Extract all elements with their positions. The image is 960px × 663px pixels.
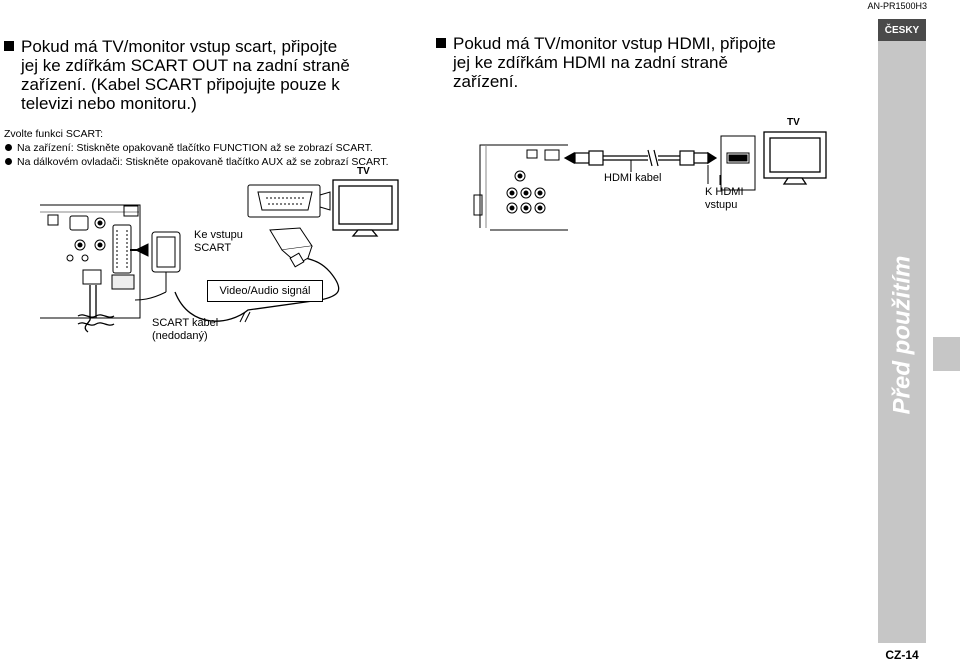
- scart-instructions: Zvolte funkci SCART: Na zařízení: Stiskn…: [4, 127, 389, 169]
- tv-monitor-hdmi: [763, 131, 827, 185]
- side-strip: [878, 41, 926, 643]
- scart-plug-unit-end: [130, 231, 181, 301]
- page-number: CZ-14: [885, 648, 919, 662]
- hdmi-cable: [563, 149, 718, 167]
- power-cord: [77, 285, 115, 333]
- scart-heading-line-4: televizi nebo monitoru.): [21, 94, 197, 113]
- hdmi-input-label-line-2: vstupu: [705, 199, 738, 211]
- scart-heading: Pokud má TV/monitor vstup scart, připojt…: [4, 37, 414, 113]
- tv-monitor-scart: [332, 179, 399, 237]
- hdmi-input-label-line-1: K HDMI: [705, 186, 744, 198]
- hdmi-tv-label: TV: [787, 117, 800, 128]
- hdmi-heading-line-2: jej ke zdířkám HDMI na zadní straně: [453, 53, 728, 72]
- scart-cable: [174, 251, 340, 323]
- bullet-square-icon: [436, 38, 446, 48]
- scart-cable-label: SCART kabel (nedodaný): [152, 317, 218, 343]
- scart-cable-label-line-1: SCART kabel: [152, 317, 219, 329]
- hdmi-cable-label: HDMI kabel: [604, 172, 662, 184]
- bullet-dot-icon: [5, 144, 12, 151]
- tv-scart-socket: [247, 184, 331, 218]
- scart-input-label: Ke vstupu SCART: [194, 229, 243, 255]
- tv-hdmi-port: [719, 135, 756, 191]
- scart-heading-line-1: Pokud má TV/monitor vstup scart, připojt…: [21, 37, 338, 56]
- unit-rear-panel-hdmi: [473, 144, 568, 231]
- bullet-square-icon: [4, 41, 14, 51]
- model-code: AN-PR1500H3: [867, 1, 927, 11]
- hdmi-input-label: K HDMI vstupu: [705, 186, 744, 212]
- scart-input-label-line-2: SCART: [194, 242, 232, 254]
- scart-heading-line-3: zařízení. (Kabel SCART připojujte pouze …: [21, 75, 340, 94]
- hdmi-heading-line-3: zařízení.: [453, 72, 519, 91]
- page-tab-marker: [933, 337, 960, 371]
- scart-cable-label-line-2: (nedodaný): [152, 330, 208, 342]
- scart-heading-line-2: jej ke zdířkám SCART OUT na zadní straně: [21, 56, 350, 75]
- instruction-remote: Na dálkovém ovladači: Stiskněte opakovan…: [17, 156, 389, 168]
- hdmi-heading: Pokud má TV/monitor vstup HDMI, připojte…: [436, 34, 866, 91]
- bullet-dot-icon: [5, 158, 12, 165]
- language-badge: ČESKY: [878, 19, 926, 41]
- signal-label: Video/Audio signál: [207, 280, 323, 302]
- scart-input-label-line-1: Ke vstupu: [194, 229, 243, 241]
- scart-plug-tv-end: [269, 227, 313, 268]
- leader-lines: [630, 160, 709, 184]
- hdmi-heading-line-1: Pokud má TV/monitor vstup HDMI, připojte: [453, 34, 776, 53]
- instruction-intro: Zvolte funkci SCART:: [4, 128, 104, 140]
- instruction-unit: Na zařízení: Stiskněte opakovaně tlačítk…: [17, 142, 373, 154]
- scart-tv-label: TV: [357, 166, 370, 177]
